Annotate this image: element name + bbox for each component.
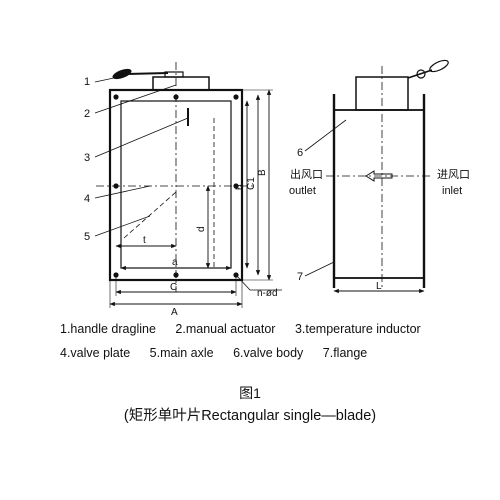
callout-5: 5 xyxy=(84,231,90,243)
dim-label-a: a xyxy=(172,257,178,268)
outlet-label-en: outlet xyxy=(289,185,316,197)
dim-label-A: A xyxy=(171,307,178,318)
legend-item-manual-actuator: 2.manual actuator xyxy=(175,322,276,336)
dim-label-t: t xyxy=(143,235,146,246)
side-view xyxy=(304,59,449,294)
callout-7: 7 xyxy=(297,271,303,283)
front-view xyxy=(94,62,282,308)
parts-legend-line-1: 1.handle dragline 2.manual actuator 3.te… xyxy=(60,322,437,336)
side-handle xyxy=(407,69,433,79)
callout-1: 1 xyxy=(84,76,90,88)
main-axle-line xyxy=(123,191,177,239)
legend-item-handle-dragline: 1.handle dragline xyxy=(60,322,156,336)
airflow-arrow-icon xyxy=(365,170,393,182)
dim-label-b: b xyxy=(235,184,246,190)
legend-item-flange: 7.flange xyxy=(322,346,368,360)
handle-lever xyxy=(125,72,169,75)
dim-label-B: B xyxy=(257,169,268,176)
valve-body xyxy=(333,109,425,279)
dim-label-C1: C1 xyxy=(246,177,257,190)
inlet-label-cn: 进风口 xyxy=(437,168,470,181)
figure-caption: 图1 xyxy=(239,385,261,401)
legend-item-main-axle: 5.main axle xyxy=(149,346,214,360)
callout-2: 2 xyxy=(84,108,90,120)
legend-item-valve-body: 6.valve body xyxy=(233,346,304,360)
dim-label-d: d xyxy=(196,226,207,232)
outlet-label-cn: 出风口 xyxy=(290,167,323,181)
callout-6: 6 xyxy=(297,147,303,159)
inlet-label-en: inlet xyxy=(442,185,462,197)
figure-subcaption: (矩形单叶片Rectangular single—blade) xyxy=(123,408,377,424)
callout-3: 3 xyxy=(84,152,90,164)
damper-diagram: 1 2 3 4 5 b C1 B d t a C A n-ød xyxy=(84,59,470,318)
legend-item-temperature-inductor: 3.temperature inductor xyxy=(294,322,421,336)
dim-label-holes: n-ød xyxy=(257,288,278,299)
legend-item-valve-plate: 4.valve plate xyxy=(60,346,131,360)
dim-label-C: C xyxy=(170,282,177,293)
handle-knob xyxy=(112,68,132,80)
parts-legend-line-2: 4.valve plate 5.main axle 6.valve body 7… xyxy=(60,346,383,360)
dim-label-L: L xyxy=(376,281,382,292)
callout-4: 4 xyxy=(84,193,90,205)
manual-actuator-body xyxy=(152,76,210,91)
